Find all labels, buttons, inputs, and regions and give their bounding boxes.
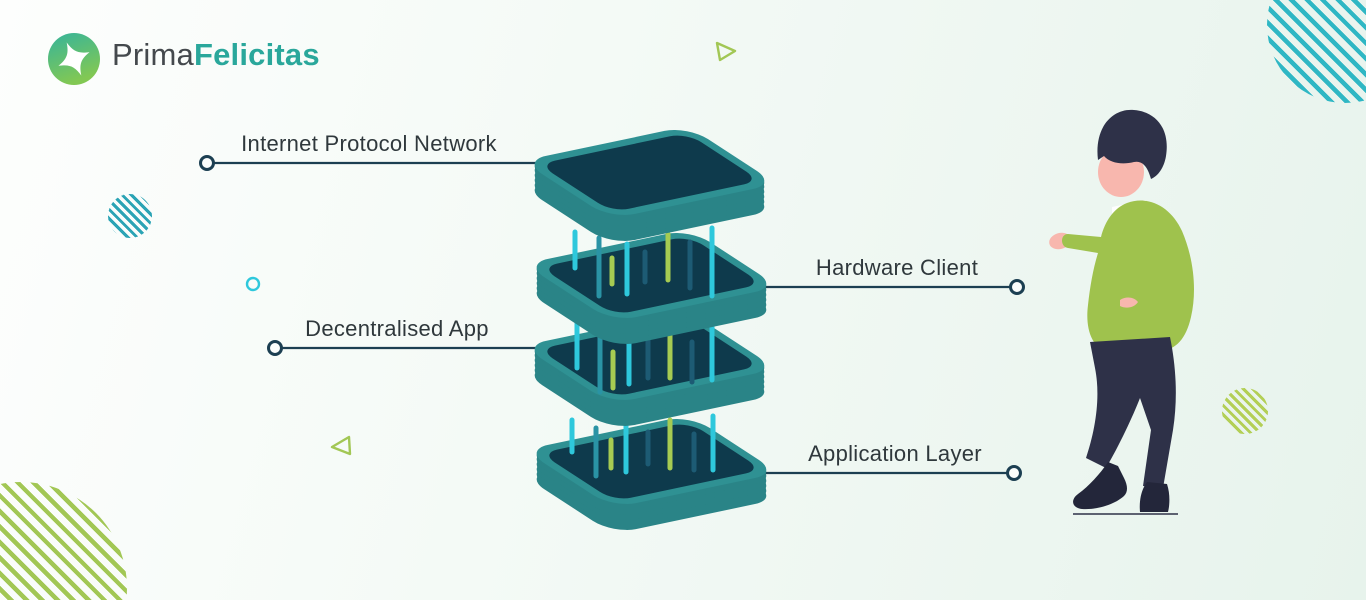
stack-layer-application-layer	[524, 414, 779, 534]
logo-brand-prefix: Prima	[112, 37, 194, 72]
person-jacket	[1062, 200, 1194, 351]
callout-endpoint-internet-protocol-network	[199, 155, 215, 171]
person-illustration	[1049, 109, 1194, 515]
person-shoe-right	[1139, 482, 1170, 512]
label-application-layer: Application Layer	[808, 441, 982, 466]
bars-gap-3	[569, 413, 716, 479]
stack-layer-internet-protocol-network	[522, 125, 777, 245]
bars-gap-1	[572, 225, 715, 299]
striped-circle-left	[108, 194, 152, 238]
triangle-outline-top	[715, 41, 737, 62]
callout-endpoint-hardware-client	[1009, 279, 1025, 295]
person-shoe-left	[1073, 462, 1127, 510]
logo: PrimaFelicitas	[112, 37, 320, 73]
label-hardware-client: Hardware Client	[815, 255, 979, 280]
ring-outline	[245, 276, 261, 292]
logo-brand-suffix: Felicitas	[193, 37, 320, 72]
logo-wordmark: PrimaFelicitas	[112, 37, 320, 73]
logo-icon	[48, 33, 100, 85]
callout-endpoint-decentralised-app	[267, 340, 283, 356]
label-internet-protocol-network: Internet Protocol Network	[241, 131, 497, 156]
person-hair	[1097, 109, 1167, 179]
person-pocket-hand	[1120, 297, 1138, 308]
label-decentralised-app: Decentralised App	[305, 316, 489, 341]
callout-lines	[199, 155, 1025, 481]
person-pants	[1086, 337, 1176, 488]
striped-circle-right	[1222, 388, 1268, 434]
triangle-outline-left	[330, 435, 352, 456]
callout-endpoint-application-layer	[1006, 465, 1022, 481]
stack-layer-hardware-client	[524, 228, 779, 348]
